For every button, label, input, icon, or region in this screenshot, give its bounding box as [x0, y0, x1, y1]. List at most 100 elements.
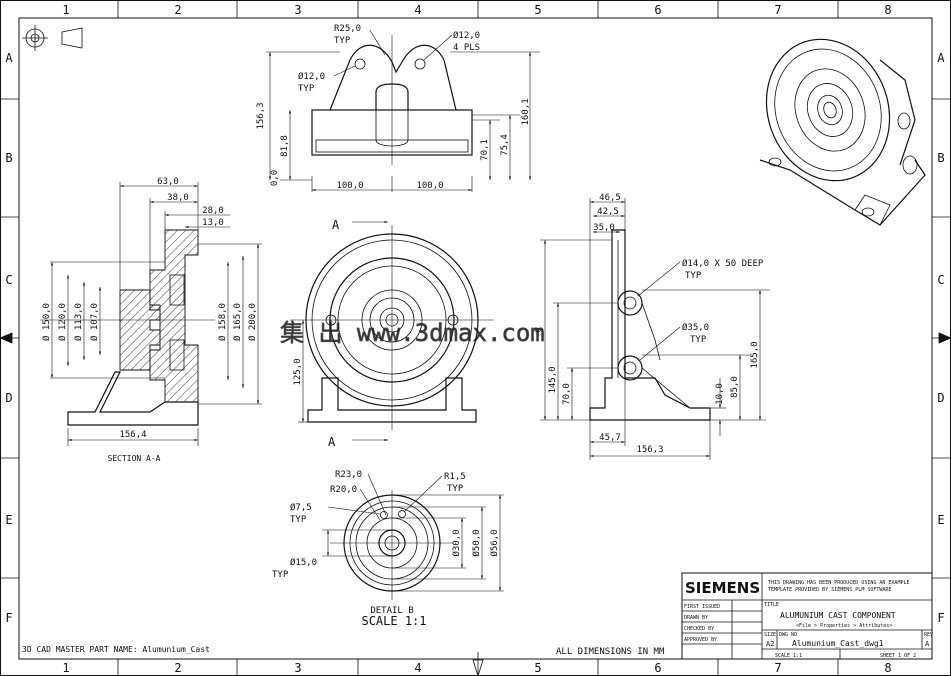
all-dimensions-note: ALL DIMENSIONS IN MM [556, 647, 665, 657]
dim-d7-typ: TYP [290, 515, 307, 525]
dim-h81: 81,8 [280, 135, 290, 157]
column-labels-top: 1 2 3 4 5 6 7 8 [62, 3, 891, 17]
row-label: A [5, 51, 13, 65]
section-mark-top: A [332, 218, 340, 232]
dim-w156: 156,4 [119, 430, 146, 440]
column-label: 8 [884, 3, 891, 17]
dim-h10: 10,0 [715, 383, 725, 405]
dim-d35-typ: TYP [690, 335, 707, 345]
dim-w46: 46,5 [599, 193, 621, 203]
dim-d12-typ-label: TYP [298, 84, 315, 94]
column-label: 8 [884, 661, 891, 675]
dim-w100b: 100,0 [416, 181, 443, 191]
dim-d14: Ø14,0 X 50 DEEP [682, 258, 764, 269]
dim-r20: R20,0 [330, 485, 357, 495]
row-label: D [937, 391, 944, 405]
first-issued-label: FIRST ISSUED [684, 604, 720, 610]
row-labels-right: A B C D E F [937, 51, 945, 625]
dim-r25: R25,0 [334, 24, 361, 34]
dim-d165: Ø 165,0 [232, 303, 243, 341]
detail-b-scale: SCALE 1:1 [361, 614, 426, 628]
dim-d12-typ: Ø12,0 [298, 71, 325, 82]
dim-d107: Ø 107,0 [89, 303, 100, 341]
dim-partial: 0 [534, 327, 544, 332]
dim-h75: 75,4 [500, 134, 510, 156]
row-label: F [5, 611, 12, 625]
dim-h165: 165,0 [750, 341, 760, 368]
dim-h70: 70,1 [480, 139, 490, 161]
title-label: TITLE [764, 602, 779, 608]
dim-h145: 145,0 [548, 366, 558, 393]
detail-b-label: DETAIL B [370, 606, 413, 616]
column-label: 6 [654, 661, 661, 675]
column-label: 3 [294, 3, 301, 17]
dim-d35: Ø35,0 [682, 322, 709, 333]
column-label: 7 [774, 3, 781, 17]
dim-d30: Ø30,0 [451, 529, 462, 556]
dim-r25-typ: TYP [334, 36, 351, 46]
dim-w156: 156,3 [636, 445, 663, 455]
dim-h156: 156,3 [256, 102, 266, 129]
dim-w100a: 100,0 [336, 181, 363, 191]
scale-label: SCALE 1:1 [775, 653, 802, 659]
row-label: E [937, 513, 944, 527]
dim-d56: Ø56,0 [489, 529, 500, 556]
column-label: 3 [294, 661, 301, 675]
dim-d7: Ø7,5 [290, 502, 312, 513]
column-label: 2 [174, 661, 181, 675]
top-view: 156,3 81,8 0,0 100,0 100,0 160,1 75,4 70… [256, 24, 540, 192]
dim-d150: Ø 150,0 [41, 303, 52, 341]
title-note-1: THIS DRAWING HAS BEEN PRODUCED USING AN … [768, 580, 909, 586]
column-label: 2 [174, 3, 181, 17]
column-label: 1 [62, 3, 69, 17]
dim-w42: 42,5 [597, 207, 619, 217]
front-view: A A 125,0 [290, 218, 494, 449]
dim-r15-typ: TYP [447, 484, 464, 494]
size-value: A2 [766, 640, 774, 648]
part-name: 3D CAD MASTER PART NAME: Alumunium_Cast [22, 645, 210, 654]
dwg-no-value: Alumunium_Cast_dwg1 [792, 639, 884, 648]
dim-w63: 63,0 [157, 177, 179, 187]
approved-by-label: APPROVED BY [684, 637, 717, 643]
drawing-title: ALUMUNIUM CAST COMPONENT [780, 611, 896, 620]
row-label: B [937, 151, 944, 165]
dim-d15-typ: TYP [272, 570, 289, 580]
dim-h160: 160,1 [521, 98, 531, 125]
dim-d113: Ø 113,0 [73, 303, 84, 341]
section-mark-bottom: A [328, 435, 336, 449]
section-aa-label: SECTION A-A [108, 454, 161, 463]
column-labels-bottom: 1 2 3 4 5 6 7 8 [62, 661, 891, 675]
row-labels-left: A B C D E F [5, 51, 13, 625]
dim-r15: R1,5 [444, 472, 466, 482]
dim-d158: Ø 158,0 [217, 303, 228, 341]
dim-w28: 28,0 [202, 206, 224, 216]
dim-h70: 70,0 [562, 383, 572, 405]
column-label: 1 [62, 661, 69, 675]
dim-h85: 85,0 [730, 376, 740, 398]
title-block: SIEMENS THIS DRAWING HAS BEEN PRODUCED U… [681, 572, 933, 660]
checked-by-label: CHECKED BY [684, 626, 714, 632]
dim-4pls: 4 PLS [453, 43, 480, 53]
dim-h125: 125,0 [293, 358, 303, 385]
dim-r23: R23,0 [335, 470, 362, 480]
row-label: E [5, 513, 12, 527]
dim-d120: Ø 120,0 [57, 303, 68, 341]
column-label: 5 [534, 661, 541, 675]
dim-w38: 38,0 [167, 193, 189, 203]
column-label: 4 [414, 661, 421, 675]
centering-marks [0, 332, 951, 676]
dim-h0: 0,0 [270, 170, 280, 186]
column-label: 5 [534, 3, 541, 17]
dim-w35: 35,0 [593, 223, 615, 233]
drawn-by-label: DRAWN BY [684, 615, 708, 621]
brand-logo: SIEMENS [685, 579, 760, 597]
watermark: 集 出 www.3dmax.com [280, 319, 545, 347]
row-label: C [5, 273, 12, 287]
attributes-note: <File > Properties > Attributes> [796, 623, 892, 629]
dim-d15: Ø15,0 [290, 557, 317, 568]
dim-w13: 13,0 [202, 218, 224, 228]
isometric-view [759, 38, 926, 226]
column-label: 6 [654, 3, 661, 17]
dim-d50: Ø50,0 [471, 529, 482, 556]
